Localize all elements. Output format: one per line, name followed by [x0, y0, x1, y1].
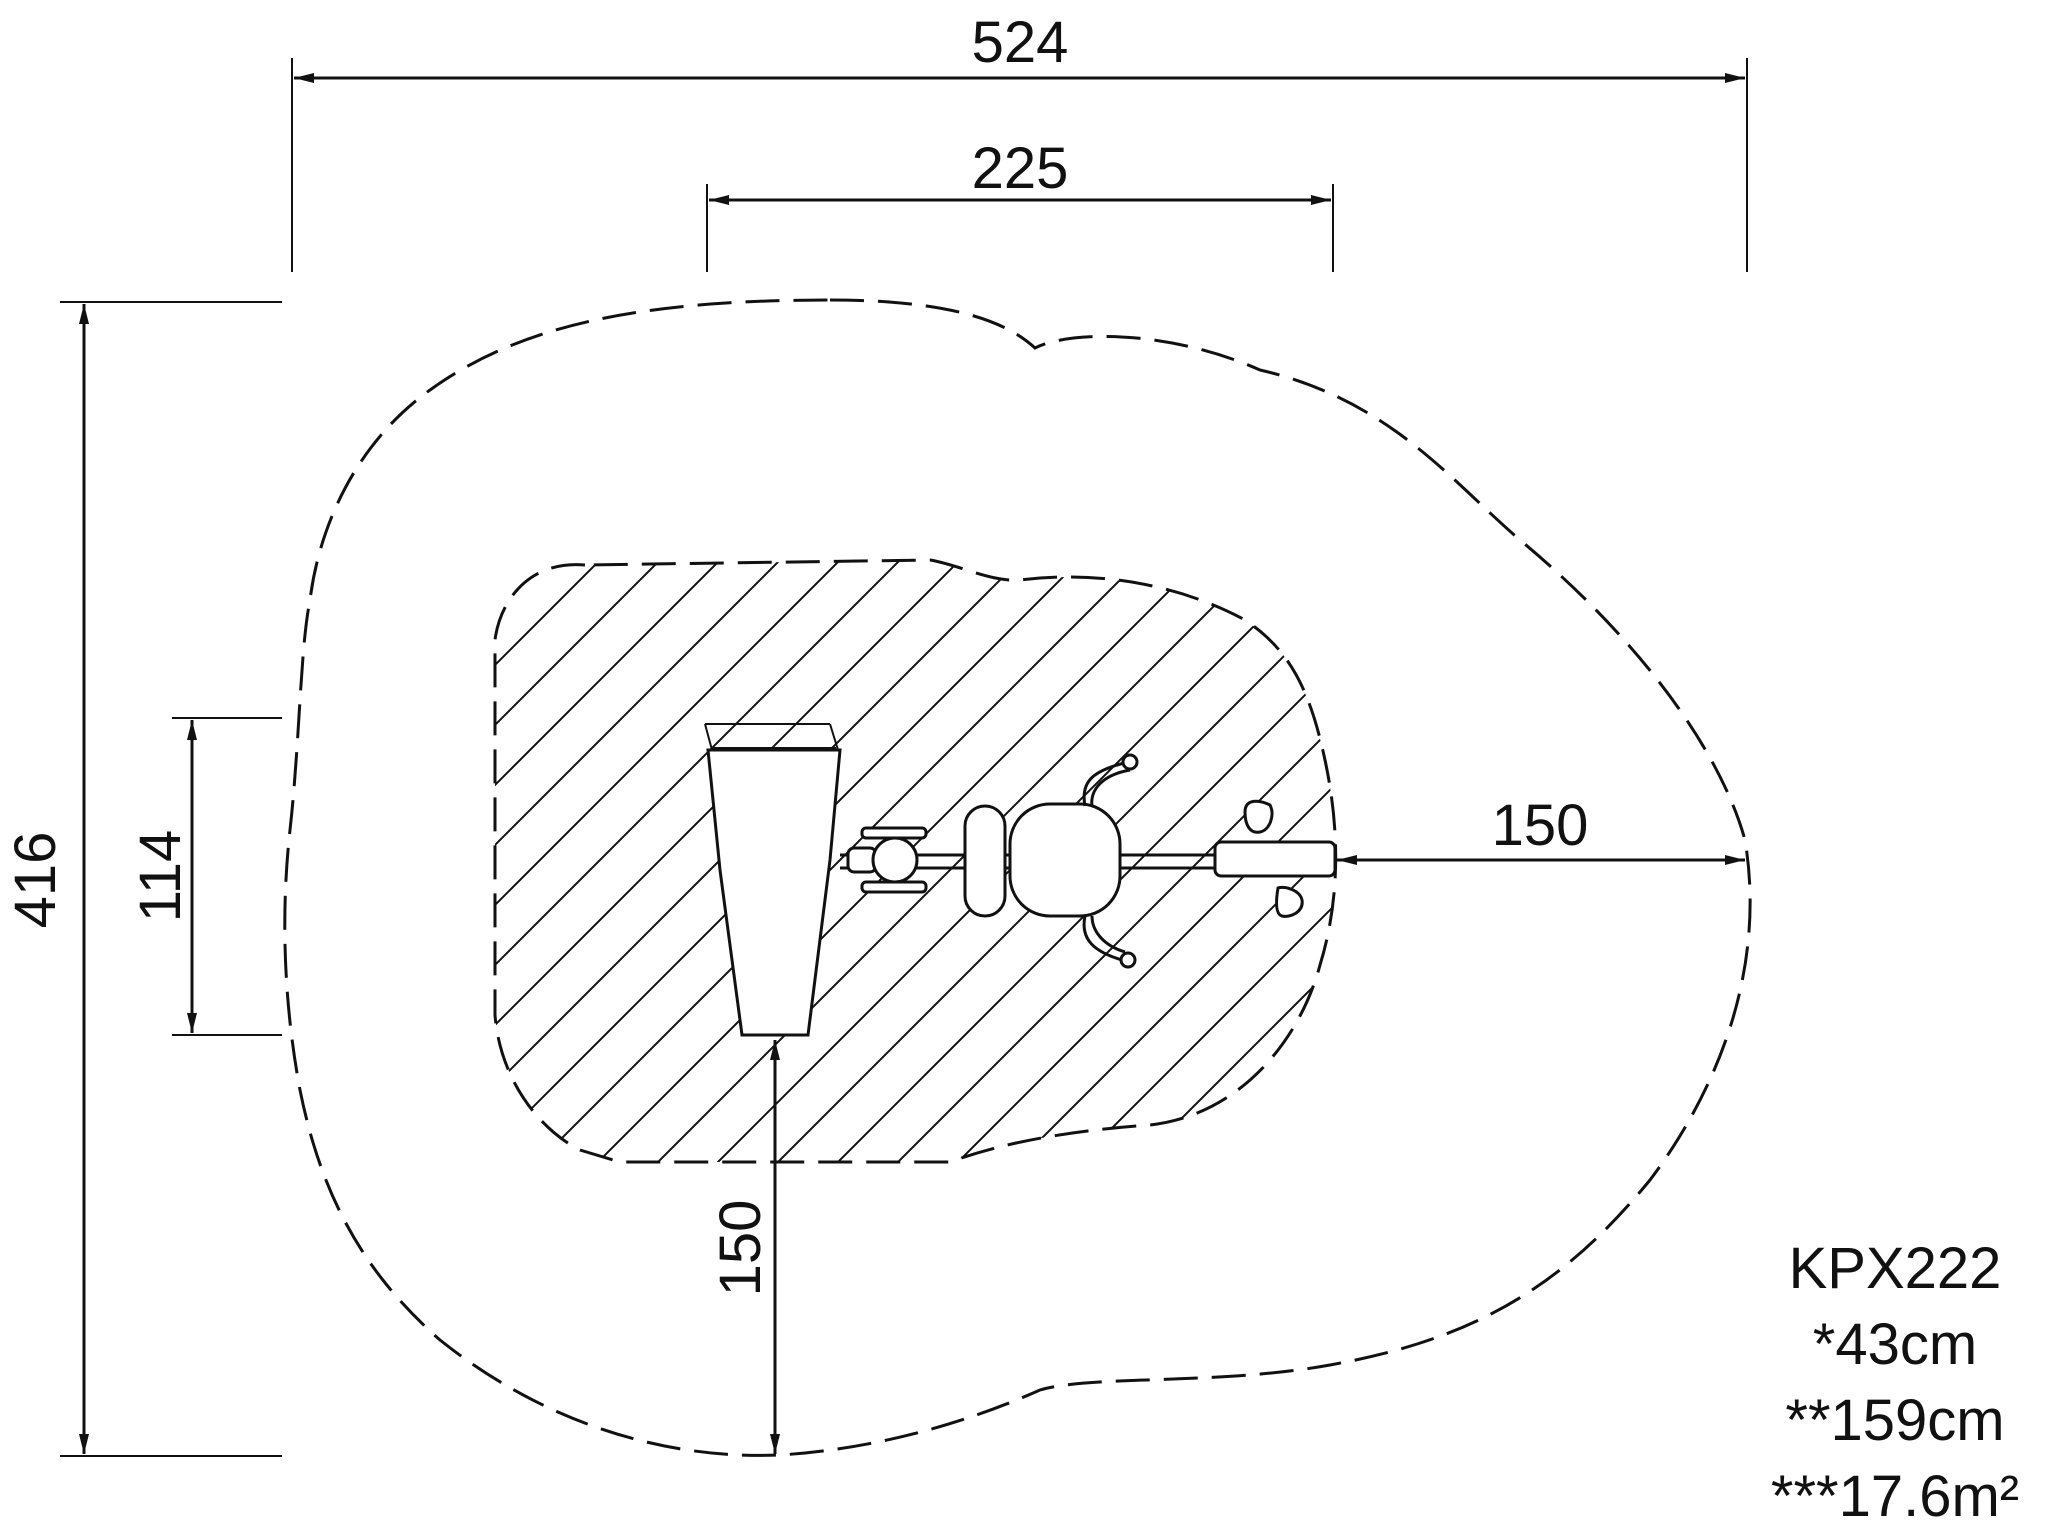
- spec-line-3: ***17.6m²: [1771, 1464, 2019, 1529]
- hatch-line: [799, 560, 1336, 1162]
- dimension-clearance-right: 150: [1337, 793, 1745, 865]
- hatch-line: [1340, 500, 2040, 1200]
- hatch-line: [495, 560, 1021, 1162]
- overall-width-label: 524: [972, 10, 1069, 75]
- hatch-line: [495, 560, 841, 1162]
- dimension-overall-depth: 416: [3, 301, 282, 1457]
- equipment-fall-zone-outline: [493, 558, 1338, 1164]
- clearance-right-label: 150: [1492, 793, 1589, 858]
- hatch-line: [495, 560, 781, 1162]
- hatch-line: [0, 500, 480, 1200]
- hatch-line: [1099, 560, 1336, 1162]
- equipment-depth-label: 114: [128, 830, 193, 922]
- hatch-line: [495, 560, 901, 1162]
- hatch-line: [495, 560, 661, 1162]
- seat: [1008, 802, 1122, 918]
- hatch-line: [495, 560, 961, 1162]
- hatch-line: [1279, 560, 1336, 1162]
- model-code: KPX222: [1789, 1236, 2002, 1301]
- dimension-equipment-depth: 114: [128, 717, 282, 1036]
- backrest: [963, 804, 1007, 918]
- clearance-bottom-label: 150: [708, 1200, 773, 1297]
- dimension-overall-width: 524: [291, 10, 1748, 272]
- safety-zone-outline: [283, 298, 1752, 1457]
- spec-line-2: **159cm: [1785, 1388, 2004, 1453]
- hatch-line: [495, 560, 721, 1162]
- equipment-top-view: [704, 723, 1337, 1037]
- hatch-line: [859, 560, 1336, 1162]
- dimension-clearance-bottom: 150: [708, 1040, 780, 1454]
- hatch-line: [495, 560, 541, 1162]
- hub-circle: [871, 836, 919, 884]
- inner-width-label: 225: [972, 136, 1069, 201]
- dimension-inner-width: 225: [706, 136, 1334, 272]
- hatch-line: [1039, 560, 1336, 1162]
- hatch-line: [1520, 500, 2048, 1200]
- board-part: [706, 748, 842, 1037]
- spec-block: KPX222 *43cm **159cm ***17.6m²: [1771, 1236, 2019, 1529]
- footrest: [1213, 840, 1337, 878]
- overall-depth-label: 416: [3, 832, 68, 929]
- spec-line-1: *43cm: [1813, 1312, 1977, 1377]
